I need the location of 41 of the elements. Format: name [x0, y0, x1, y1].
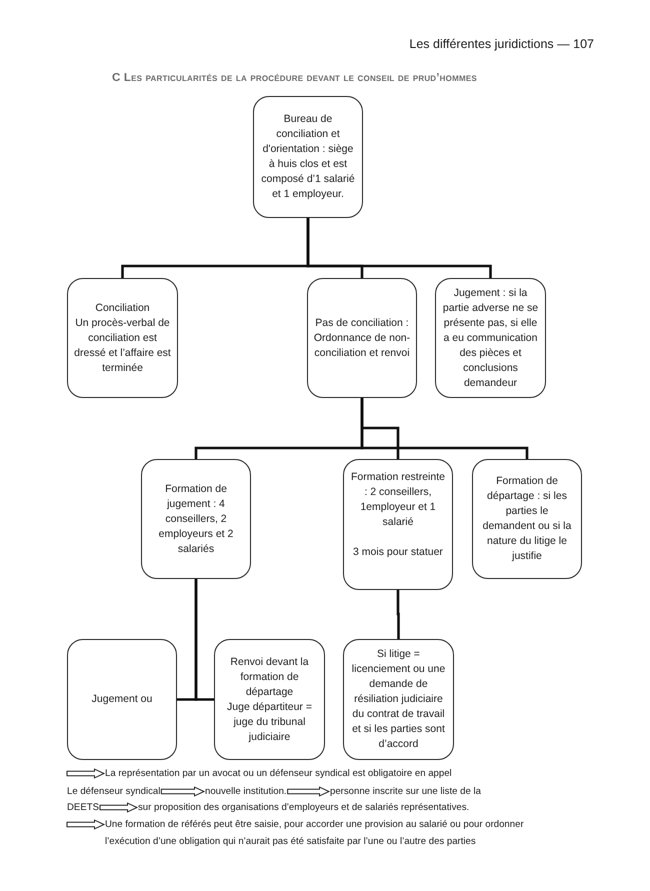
connector-line	[194, 578, 216, 701]
node-text: Formation restreinte : 2 conseillers, 1employeur et 1 salarié	[350, 470, 446, 530]
note-text: sur proposition des organisations d’employeurs et de salariés représentatives.	[138, 801, 470, 814]
rounded-box	[214, 639, 325, 760]
rounded-box	[435, 278, 546, 398]
connector-line	[396, 588, 400, 640]
rounded-box	[343, 459, 453, 590]
note-text: nouvelle institution.	[205, 785, 287, 798]
block-arrow	[100, 802, 138, 813]
rounded-box	[472, 459, 582, 579]
node-text: Si litige = licenciement ou une demande de résiliation judiciaire du contrat de travail et si les parties sont d’accord	[350, 647, 446, 752]
rounded-box	[67, 278, 178, 398]
node-text: 3 mois pour statuer	[353, 545, 443, 560]
rounded-box	[307, 278, 417, 398]
node-text: Formation de départage : si les parties le demandent ou si la nature du litige le justifie	[482, 474, 572, 564]
block-arrow	[66, 819, 106, 830]
page-header: Les différentes juridictions — 107	[409, 37, 594, 51]
block-arrow	[287, 786, 330, 797]
block-arrow	[160, 786, 206, 797]
node-text: Formation de jugement : 4 conseillers, 2 employeurs et 2 salariés	[158, 482, 234, 556]
node-text: Un procès-verbal de conciliation est dressé et l’affaire est terminée	[73, 316, 172, 376]
note-text: DEETS	[67, 801, 99, 814]
connector-line	[360, 396, 528, 460]
node-text: Bureau de conciliation et d'orientation : siège à huis clos et est composé d’1 salarié et 1 employeur.	[260, 112, 356, 202]
node-text: Pas de conciliation : Ordonnance de non-conciliation et renvoi	[313, 316, 411, 360]
block-arrow	[66, 768, 106, 779]
node-text: Jugement ou	[92, 692, 152, 707]
note-text: Le défenseur syndical	[67, 785, 160, 798]
rounded-box	[67, 639, 177, 760]
node-text: Juge départiteur = juge du tribunal judiciaire	[226, 700, 313, 744]
node-text: Conciliation	[95, 300, 150, 316]
rounded-box	[343, 639, 454, 760]
note-text: Une formation de référés peut être saisie, pour accorder une provision au salarié ou pour ordonner l’exécution d’une obligation qui n’aurait pas été satisfaite par l’une ou l’autre des parties	[105, 816, 533, 850]
node-text: Jugement : si la partie adverse ne se présente pas, si elle a eu communication des pièces et conclusions demandeur	[442, 286, 540, 390]
rounded-box	[253, 96, 363, 218]
section-title: C Les particularités de la procédure devant le conseil de prud’hommes	[112, 72, 477, 84]
node-text: Renvoi devant la formation de départage	[229, 654, 310, 700]
connector-line	[306, 216, 492, 280]
note-text: personne inscrite sur une liste de la	[330, 785, 481, 798]
rounded-box	[141, 459, 251, 579]
note-text: La représentation par un avocat ou un défenseur syndical est obligatoire en appel	[105, 767, 452, 780]
